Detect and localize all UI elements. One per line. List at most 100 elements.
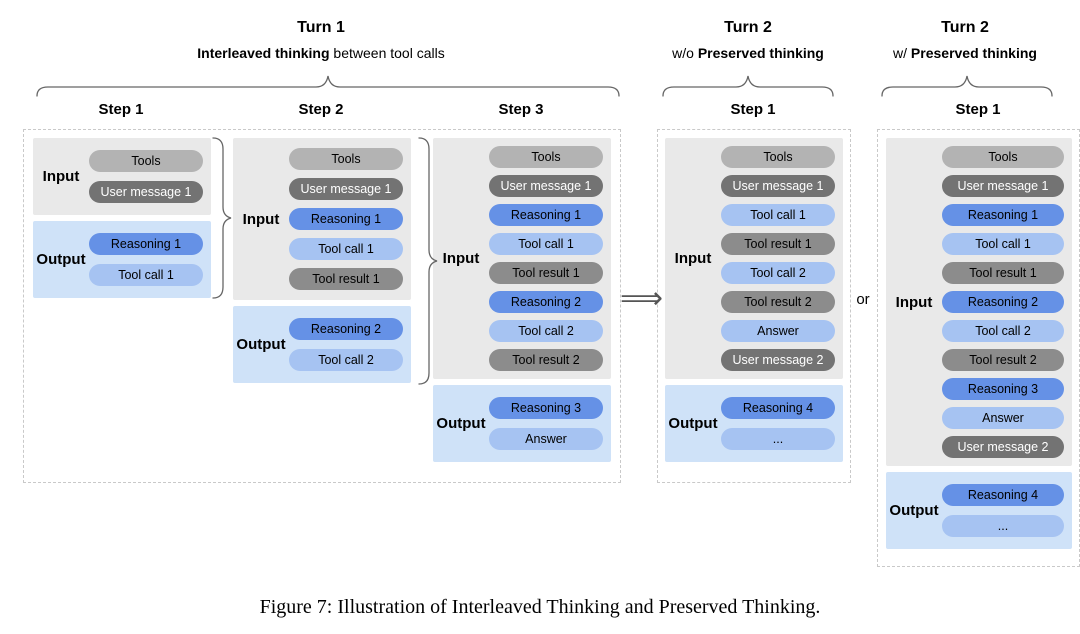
pill-tool-result-2: Tool result 2: [489, 349, 603, 371]
input-label: Input: [674, 250, 712, 267]
pill-user-message-1: User message 1: [942, 175, 1064, 197]
pill-tool-result-1: Tool result 1: [489, 262, 603, 284]
turn2-with-header: Turn 2 w/ Preserved thinking: [860, 18, 1070, 62]
turn2-without-title: Turn 2: [724, 19, 772, 36]
output-label: Output: [436, 415, 486, 432]
pill-tool-call-1: Tool call 1: [89, 264, 203, 286]
output-label: Output: [36, 251, 86, 268]
input-label: Input: [42, 168, 80, 185]
pill-reasoning-2: Reasoning 2: [942, 291, 1064, 313]
pill-user-message-1: User message 1: [289, 178, 403, 200]
pill-reasoning-2: Reasoning 2: [289, 318, 403, 340]
output-pills: Reasoning 4...: [942, 484, 1064, 537]
pill-reasoning-1: Reasoning 1: [289, 208, 403, 230]
pill-tool-call-1: Tool call 1: [942, 233, 1064, 255]
turn2-with-title: Turn 2: [941, 19, 989, 36]
pill-tool-call-1: Tool call 1: [489, 233, 603, 255]
pill-tool-call-2: Tool call 2: [289, 349, 403, 371]
pill-tools: Tools: [489, 146, 603, 168]
step-label-step-1-g0: Step 1: [98, 101, 144, 118]
pill-tool-call-1: Tool call 1: [721, 204, 835, 226]
turn2-without-subtitle: w/o Preserved thinking: [672, 45, 824, 61]
step-label-step-2-g0: Step 2: [298, 101, 344, 118]
turn1-subtitle: Interleaved thinking between tool calls: [197, 45, 445, 61]
pill-tools: Tools: [721, 146, 835, 168]
output-pills: Reasoning 1 Tool call 1: [89, 233, 203, 286]
input-label: Input: [442, 250, 480, 267]
input-label: Input: [895, 293, 933, 311]
pill-tool-call-2: Tool call 2: [721, 262, 835, 284]
pill-tool-result-2: Tool result 2: [942, 349, 1064, 371]
pill-reasoning-3: Reasoning 3: [942, 378, 1064, 400]
pill-tool-call-2: Tool call 2: [489, 320, 603, 342]
or-label: or: [856, 291, 870, 308]
step-label-step-1-g1: Step 1: [730, 101, 776, 118]
pill-user-message-2: User message 2: [942, 436, 1064, 458]
pill-tool-result-2: Tool result 2: [721, 291, 835, 313]
step-label-step-3-g0: Step 3: [498, 101, 544, 118]
step-label-step-1-g2: Step 1: [955, 101, 1001, 118]
pill-tools: Tools: [89, 150, 203, 172]
pill-reasoning-4: Reasoning 4: [721, 397, 835, 419]
pill-reasoning-3: Reasoning 3: [489, 397, 603, 419]
right-brace-step2-icon: [418, 137, 438, 385]
pill-user-message-1: User message 1: [721, 175, 835, 197]
output-label: Output: [668, 415, 718, 432]
turn2-with-subtitle: w/ Preserved thinking: [893, 45, 1037, 61]
pill-reasoning-2: Reasoning 2: [489, 291, 603, 313]
turn1-title: Turn 1: [297, 19, 345, 36]
output-pills: Reasoning 4...: [721, 397, 835, 450]
pill-tools: Tools: [942, 146, 1064, 168]
pill-reasoning-4: Reasoning 4: [942, 484, 1064, 506]
figure-caption: Figure 7: Illustration of Interleaved Th…: [259, 596, 821, 618]
output-pills: Reasoning 3 Answer: [489, 397, 603, 450]
pill-tool-result-1: Tool result 1: [721, 233, 835, 255]
turn1-header: Turn 1 Interleaved thinking between tool…: [23, 18, 619, 62]
pill-user-message-1: User message 1: [89, 181, 203, 203]
pill-tool-call-2: Tool call 2: [942, 320, 1064, 342]
pill-ellipsis: ...: [942, 515, 1064, 537]
overbrace-turn2-with-icon: [881, 75, 1053, 97]
input-label: Input: [242, 210, 280, 228]
overbrace-turn1-icon: [36, 75, 620, 97]
pill-answer: Answer: [721, 320, 835, 342]
pill-answer: Answer: [942, 407, 1064, 429]
pill-reasoning-1: Reasoning 1: [89, 233, 203, 255]
overbrace-turn2-without-icon: [662, 75, 834, 97]
pill-reasoning-1: Reasoning 1: [489, 204, 603, 226]
pill-user-message-1: User message 1: [489, 175, 603, 197]
pill-reasoning-1: Reasoning 1: [942, 204, 1064, 226]
pill-tool-call-1: Tool call 1: [289, 238, 403, 260]
pill-tool-result-1: Tool result 1: [942, 262, 1064, 284]
pill-ellipsis: ...: [721, 428, 835, 450]
pill-tool-result-1: Tool result 1: [289, 268, 403, 290]
pill-answer: Answer: [489, 428, 603, 450]
implies-arrow: ⟹: [620, 281, 664, 316]
pill-tools: Tools: [289, 148, 403, 170]
output-label: Output: [236, 336, 286, 353]
output-label: Output: [889, 502, 939, 519]
